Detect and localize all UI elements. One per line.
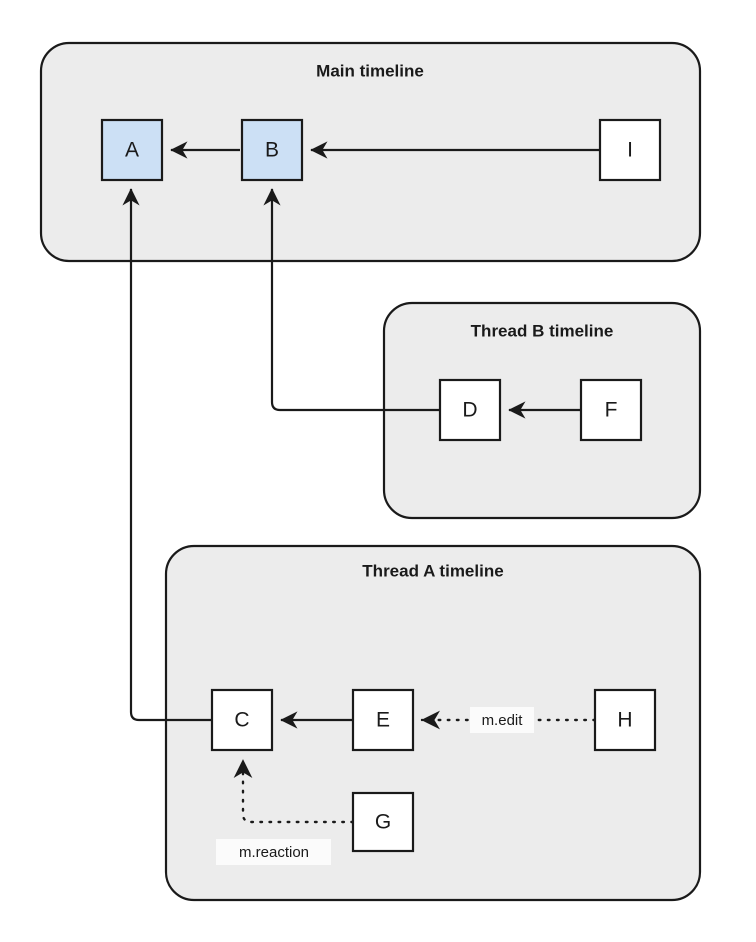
node-c[interactable]: C bbox=[210, 688, 274, 752]
node-c-label: C bbox=[234, 709, 249, 732]
node-a-rect[interactable] bbox=[100, 118, 164, 182]
m-edit-label-background bbox=[470, 707, 534, 733]
node-h-label: H bbox=[617, 709, 632, 732]
node-d-rect[interactable] bbox=[438, 378, 502, 442]
thread-a-timeline-title: Thread A timeline bbox=[362, 561, 503, 580]
edge-label-m-edit-group: m.edit bbox=[470, 707, 534, 733]
node-e[interactable]: E bbox=[351, 688, 415, 752]
edge-c-to-a bbox=[122, 188, 212, 722]
node-g[interactable]: G bbox=[351, 791, 415, 853]
node-a-label: A bbox=[125, 139, 139, 162]
node-b-rect[interactable] bbox=[240, 118, 304, 182]
group-main-timeline: Main timeline bbox=[39, 41, 702, 263]
node-h-rect[interactable] bbox=[593, 688, 657, 752]
node-e-rect[interactable] bbox=[351, 688, 415, 752]
node-a[interactable]: A bbox=[100, 118, 164, 182]
thread-b-timeline-title: Thread B timeline bbox=[471, 321, 614, 340]
node-f-rect[interactable] bbox=[579, 378, 643, 442]
m-reaction-label-background bbox=[216, 839, 331, 865]
node-d-label: D bbox=[462, 399, 477, 422]
edge-d-to-b bbox=[263, 188, 440, 412]
node-i-label: I bbox=[627, 139, 633, 162]
main-timeline-title: Main timeline bbox=[316, 61, 424, 80]
main-timeline-box bbox=[39, 41, 702, 263]
node-g-rect[interactable] bbox=[351, 791, 415, 853]
node-i[interactable]: I bbox=[598, 118, 662, 182]
edge-label-m-reaction-group: m.reaction bbox=[216, 839, 331, 865]
node-b[interactable]: B bbox=[240, 118, 304, 182]
node-f[interactable]: F bbox=[579, 378, 643, 442]
m-reaction-label: m.reaction bbox=[239, 844, 309, 861]
node-b-label: B bbox=[265, 139, 279, 162]
edge-g-to-c-dotted bbox=[233, 758, 355, 824]
node-d[interactable]: D bbox=[438, 378, 502, 442]
m-edit-label: m.edit bbox=[482, 712, 524, 729]
node-f-label: F bbox=[605, 399, 618, 422]
node-c-rect[interactable] bbox=[210, 688, 274, 752]
node-g-label: G bbox=[375, 811, 391, 834]
node-i-rect[interactable] bbox=[598, 118, 662, 182]
node-e-label: E bbox=[376, 709, 390, 732]
node-h[interactable]: H bbox=[593, 688, 657, 752]
